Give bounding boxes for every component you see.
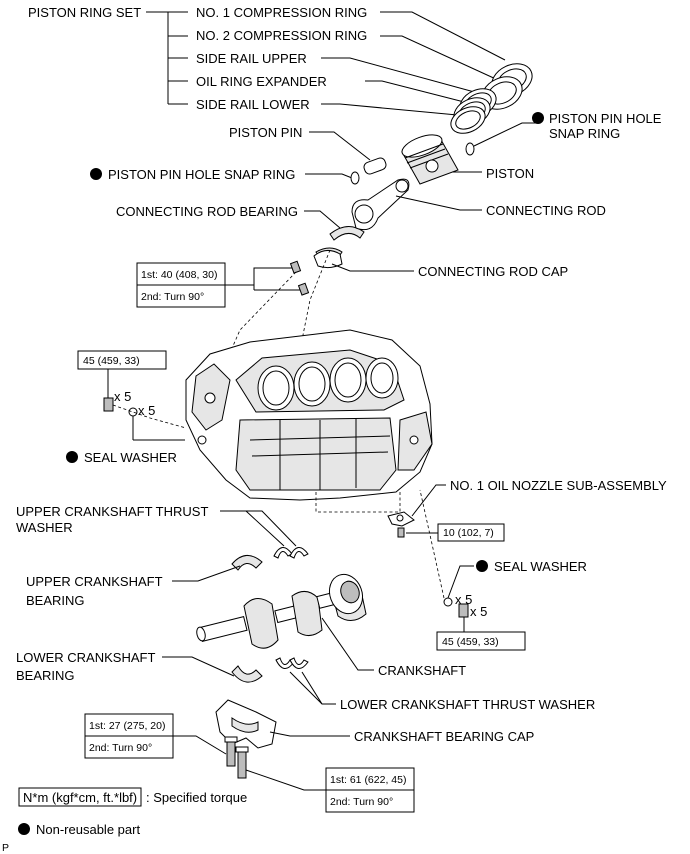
label-seal-washer-left: SEAL WASHER <box>84 450 177 465</box>
torque-oil-nozzle: 10 (102, 7) <box>443 527 494 539</box>
legend-torque-desc: : Specified torque <box>146 790 247 805</box>
torque-con-rod-2: 2nd: Turn 90° <box>141 291 204 303</box>
legend-torque-unit: N*m (kgf*cm, ft.*lbf) <box>23 790 137 805</box>
torque-bearing-cap-right-1: 1st: 61 (622, 45) <box>330 774 406 786</box>
label-lower-bearing-1: LOWER CRANKSHAFT <box>16 650 155 665</box>
label-oil-ring-expander: OIL RING EXPANDER <box>196 74 327 89</box>
label-piston-ring-set: PISTON RING SET <box>28 5 141 20</box>
torque-bearing-cap-right-2: 2nd: Turn 90° <box>330 796 393 808</box>
label-no1-oil-nozzle: NO. 1 OIL NOZZLE SUB-ASSEMBLY <box>450 478 667 493</box>
snap-ring-right <box>465 142 475 156</box>
label-no1-compression-ring: NO. 1 COMPRESSION RING <box>196 5 367 20</box>
corner-mark: P <box>2 842 9 854</box>
torque-con-rod-1: 1st: 40 (408, 30) <box>141 269 217 281</box>
label-upper-thrust-washer-2: WASHER <box>16 520 73 535</box>
torque-box-block-right <box>436 631 526 651</box>
label-no2-compression-ring: NO. 2 COMPRESSION RING <box>196 28 367 43</box>
snap-ring-left <box>350 171 360 185</box>
oil-nozzle-bolt <box>397 527 405 538</box>
label-connecting-rod-bearing: CONNECTING ROD BEARING <box>116 204 298 219</box>
label-connecting-rod-cap: CONNECTING ROD CAP <box>418 264 568 279</box>
lower-crankshaft-bearing <box>231 665 263 683</box>
non-reusable-mark-icon <box>90 168 102 180</box>
label-snap-ring-right-2: SNAP RING <box>549 126 620 141</box>
label-piston-pin: PISTON PIN <box>229 125 302 140</box>
label-side-rail-lower: SIDE RAIL LOWER <box>196 97 310 112</box>
label-snap-ring-left: PISTON PIN HOLE SNAP RING <box>108 167 295 182</box>
con-rod-bolt <box>289 260 310 296</box>
label-upper-bearing-2: BEARING <box>26 593 85 608</box>
label-lower-bearing-2: BEARING <box>16 668 75 683</box>
compression-rings <box>450 63 533 134</box>
label-upper-thrust-washer-1: UPPER CRANKSHAFT THRUST <box>16 504 208 519</box>
crankshaft <box>196 573 367 649</box>
torque-bearing-cap-left-2: 2nd: Turn 90° <box>89 742 152 754</box>
label-side-rail-upper: SIDE RAIL UPPER <box>196 51 307 66</box>
block-bolt-right <box>458 603 469 618</box>
upper-crankshaft-bearing <box>231 555 263 571</box>
connecting-rod-cap <box>313 250 343 269</box>
count-block-left-bolt: x 5 <box>114 389 131 404</box>
block-bolt-left <box>103 397 114 412</box>
non-reusable-mark-icon <box>18 823 30 835</box>
label-piston: PISTON <box>486 166 534 181</box>
count-block-right-washer: x 5 <box>455 592 472 607</box>
crankshaft-bearing-cap <box>215 699 277 749</box>
non-reusable-mark-icon <box>66 451 78 463</box>
count-block-left-washer: x 5 <box>138 403 155 418</box>
piston-pin <box>363 157 387 175</box>
label-crankshaft-bearing-cap: CRANKSHAFT BEARING CAP <box>354 729 534 744</box>
legend-torque-unit-box <box>18 787 142 807</box>
torque-block-right: 45 (459, 33) <box>442 636 499 648</box>
non-reusable-mark-icon <box>532 112 544 124</box>
bearing-cap-bolt <box>224 736 249 779</box>
seal-washer-left <box>128 407 138 417</box>
label-upper-bearing-1: UPPER CRANKSHAFT <box>26 574 163 589</box>
piston <box>401 134 459 185</box>
upper-thrust-washer <box>273 547 309 559</box>
torque-bearing-cap-left-1: 1st: 27 (275, 20) <box>89 720 165 732</box>
label-connecting-rod: CONNECTING ROD <box>486 203 606 218</box>
seal-washer-right <box>443 597 453 607</box>
label-lower-thrust-washer: LOWER CRANKSHAFT THRUST WASHER <box>340 697 595 712</box>
torque-box-block-left <box>77 350 167 370</box>
label-snap-ring-right-1: PISTON PIN HOLE <box>549 111 662 126</box>
legend-non-reusable: Non-reusable part <box>36 822 140 837</box>
lower-thrust-washer <box>275 657 309 669</box>
label-seal-washer-right: SEAL WASHER <box>494 559 587 574</box>
count-block-right-bolt: x 5 <box>470 604 487 619</box>
connecting-rod <box>351 178 410 231</box>
label-crankshaft: CRANKSHAFT <box>378 663 466 678</box>
cylinder-block <box>185 329 433 501</box>
oil-nozzle <box>387 511 415 527</box>
non-reusable-mark-icon <box>476 560 488 572</box>
torque-block-left: 45 (459, 33) <box>83 355 140 367</box>
connecting-rod-bearing-upper <box>329 226 365 241</box>
